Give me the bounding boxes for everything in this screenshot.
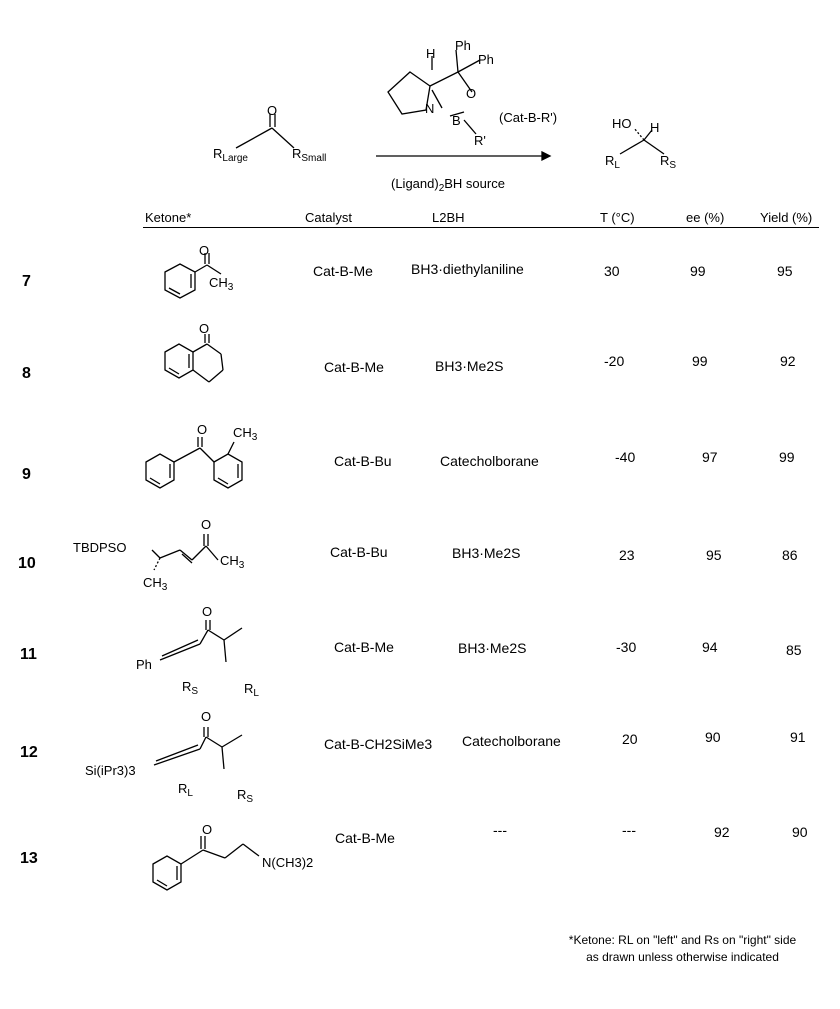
footnote-line-1: *Ketone: RL on "left" and Rs on "right" … (568, 933, 797, 947)
catalyst-cell: Cat-B-Bu (330, 544, 388, 560)
l2bh-cell: --- (493, 822, 507, 838)
entry-number: 8 (22, 365, 31, 382)
atom-label: RL (244, 681, 259, 699)
structure-acetophenone (164, 253, 222, 299)
atom-label: O (199, 321, 210, 336)
product-alcohol-structure (619, 127, 665, 155)
entry-number: 10 (18, 555, 36, 572)
temp-cell: -30 (616, 639, 637, 655)
atom-label: O (202, 604, 213, 619)
atom-label: O (197, 422, 208, 437)
reaction-arrow (376, 150, 552, 162)
ee-cell: 99 (692, 353, 708, 369)
catalyst-cell: Cat-B-Me (334, 639, 394, 655)
cbs-catalyst-structure (387, 49, 481, 135)
header-yield: Yield (%) (760, 210, 813, 225)
entry-number: 11 (20, 646, 37, 663)
ee-cell: 94 (702, 639, 718, 655)
entry-number: 12 (20, 744, 38, 761)
catalyst-label: (Cat-B-R') (499, 110, 558, 125)
l2bh-cell: Catecholborane (462, 733, 561, 749)
cat-h: H (426, 46, 436, 61)
atom-label: CH3 (220, 553, 245, 571)
r-large-label: RLarge (213, 146, 248, 164)
atom-label: RL (178, 781, 193, 799)
generic-ketone-structure (235, 114, 295, 149)
structure-ynone (159, 620, 243, 663)
yield-cell: 86 (782, 547, 798, 563)
yield-cell: 99 (779, 449, 795, 465)
ee-cell: 95 (706, 547, 722, 563)
reagent-label: (Ligand)2BH source (391, 176, 505, 194)
catalyst-cell: Cat-B-Me (313, 263, 373, 279)
header-l2bh: L2BH (432, 210, 465, 225)
footnote: *Ketone: RL on "left" and Rs on "right" … (540, 932, 825, 966)
atom-label: CH3 (233, 425, 258, 443)
l2bh-cell: BH3·Me2S (452, 545, 521, 561)
ee-cell: 99 (690, 263, 706, 279)
product-ho: HO (612, 116, 632, 131)
header-rule (143, 227, 819, 228)
structure-methylbenzophenone (145, 437, 243, 489)
header-catalyst: Catalyst (305, 210, 352, 225)
r-small-label: RSmall (292, 146, 327, 164)
atom-label: RS (237, 787, 254, 805)
atom-label: N(CH3)2 (262, 855, 314, 870)
catalyst-cell: Cat-B-Bu (334, 453, 392, 469)
temp-cell: --- (622, 822, 636, 838)
cat-ph-2: Ph (478, 52, 494, 67)
atom-label: O (201, 709, 212, 724)
product-rl: RL (605, 153, 620, 171)
product-h: H (650, 120, 660, 135)
header-temp: T (°C) (600, 210, 635, 225)
entry-number: 13 (20, 850, 38, 867)
yield-cell: 90 (792, 824, 808, 840)
temp-cell: -40 (615, 449, 636, 465)
structure-benzosuberone (164, 334, 224, 383)
cat-o: O (466, 86, 477, 101)
catalyst-cell: Cat-B-Me (335, 830, 395, 846)
atom-label: O (201, 517, 212, 532)
atom-label: TBDPSO (73, 540, 127, 555)
catalyst-cell: Cat-B-Me (324, 359, 384, 375)
yield-cell: 91 (790, 729, 806, 745)
atom-label: O (199, 243, 210, 258)
yield-cell: 85 (786, 642, 802, 658)
atom-label: O (202, 822, 213, 837)
header-ketone: Ketone* (145, 210, 192, 225)
structure-silyl-ynone (153, 727, 243, 770)
ketone-oxygen: O (267, 103, 278, 118)
cat-b: B (452, 113, 461, 128)
header-ee: ee (%) (686, 210, 725, 225)
cat-n: N (425, 101, 435, 116)
l2bh-cell: BH3·diethylaniline (411, 261, 524, 277)
structure-enone (151, 534, 219, 571)
cat-ph-1: Ph (455, 38, 471, 53)
ee-cell: 90 (705, 729, 721, 745)
yield-cell: 95 (777, 263, 793, 279)
atom-label: RS (182, 679, 199, 697)
atom-label: CH3 (209, 275, 234, 293)
cat-r: R' (474, 133, 486, 148)
yield-cell: 92 (780, 353, 796, 369)
temp-cell: 20 (622, 731, 638, 747)
catalyst-cell: Cat-B-CH2SiMe3 (324, 736, 433, 752)
structure-mannich-base (152, 836, 260, 891)
temp-cell: 23 (619, 547, 635, 563)
ee-cell: 97 (702, 449, 718, 465)
l2bh-cell: BH3·Me2S (458, 640, 527, 656)
atom-label: Ph (136, 657, 152, 672)
entry-number: 9 (22, 466, 31, 483)
temp-cell: 30 (604, 263, 620, 279)
temp-cell: -20 (604, 353, 625, 369)
l2bh-cell: Catecholborane (440, 453, 539, 469)
atom-label: CH3 (143, 575, 168, 593)
product-rs: RS (660, 153, 677, 171)
l2bh-cell: BH3·Me2S (435, 358, 504, 374)
footnote-line-2: as drawn unless otherwise indicated (586, 950, 779, 964)
atom-label: Si(iPr3)3 (85, 763, 136, 778)
entry-number: 7 (22, 273, 31, 290)
ee-cell: 92 (714, 824, 730, 840)
